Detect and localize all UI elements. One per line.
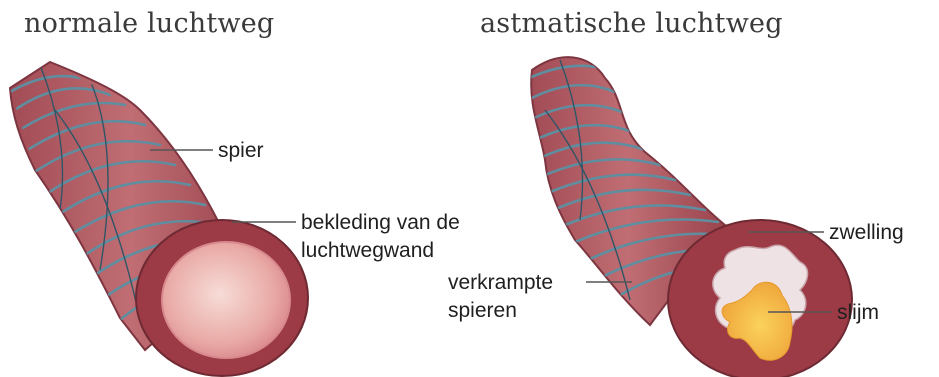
normal-airway-lumen <box>162 242 290 358</box>
label-zwelling: zwelling <box>829 221 904 244</box>
label-slijm: slijm <box>837 301 879 324</box>
normal-airway <box>5 62 308 376</box>
label-spier: spier <box>218 139 264 162</box>
label-verkrampte-line1: verkrampte <box>448 271 553 294</box>
label-bekleding-line2: luchtwegwand <box>301 239 434 262</box>
asthmatic-airway <box>525 57 852 377</box>
label-bekleding-line1: bekleding van de <box>301 211 460 234</box>
label-verkrampte-line2: spieren <box>448 299 517 322</box>
